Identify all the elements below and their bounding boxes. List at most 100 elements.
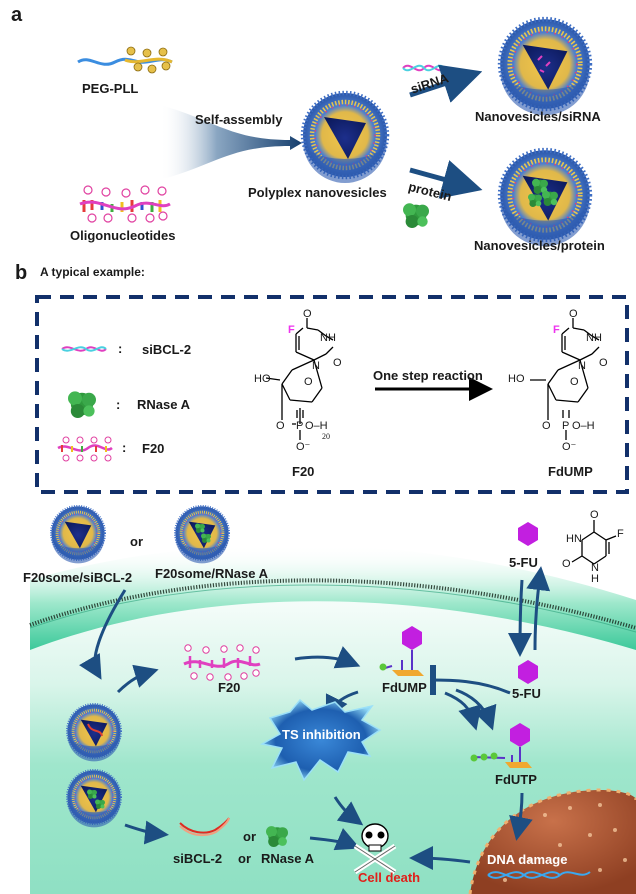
f20-atom-o-right: O <box>333 357 342 369</box>
fu-atom-h: H <box>591 573 599 585</box>
f20-structure-label: F20 <box>292 464 315 479</box>
f20-structure <box>265 318 334 440</box>
protein-blob-icon <box>403 203 429 228</box>
fdutp-icon <box>470 723 532 768</box>
f20-atom-o-left: O <box>276 420 285 432</box>
oligonucleotide-icon <box>79 185 171 223</box>
fu-atom-o-top: O <box>590 509 599 521</box>
panel-b-subtitle: A typical example: <box>40 265 145 279</box>
reaction-arrow-label: One step reaction <box>373 368 483 383</box>
ts-inhibition-label: TS inhibition <box>282 727 361 742</box>
fu-influx-arrow <box>508 579 533 657</box>
fu-structure <box>571 520 617 565</box>
fdump-atom-n: N <box>578 360 586 372</box>
vesicle-rnase-label: F20some/RNase A <box>155 566 268 581</box>
fdump-atom-p: P <box>562 420 570 432</box>
f20-subscript: 20 <box>322 432 330 441</box>
fu-atom-f: F <box>617 528 624 540</box>
fdump-to-fdutp-arrow-1 <box>444 691 482 731</box>
fdump-atom-o-top: O <box>569 308 578 320</box>
ts-to-death-arrow <box>333 796 364 826</box>
fdump-atom-o-left: O <box>542 420 551 432</box>
vesicle-rnase-icon <box>173 504 231 565</box>
legend-sibcl2-icon <box>61 346 107 352</box>
fdump-icon <box>379 626 424 676</box>
fdump-structure-label: FdUMP <box>548 464 593 479</box>
sirna-helix-icon <box>402 64 445 72</box>
legend-label-rnase: RNase A <box>137 397 190 412</box>
f20-atom-nh: NH <box>320 332 336 344</box>
cell-membrane <box>30 544 636 650</box>
fdump-atom-f: F <box>553 324 560 336</box>
f20-atom-ominus: O⁻ <box>296 441 311 453</box>
cell-death-label: Cell death <box>358 870 421 885</box>
sibcl2-cell-label: siBCL-2 <box>173 851 223 866</box>
peg-pll-icon <box>77 46 173 74</box>
pathway-arrows <box>79 566 551 871</box>
skull-crossbones-icon <box>353 823 397 875</box>
or-mid-label: or <box>243 829 256 844</box>
fu-top-hexagon-icon <box>518 522 538 546</box>
fu-efflux-arrow <box>526 566 551 651</box>
fdump-structure <box>530 318 600 440</box>
fdump-to-fdutp-arrow-2 <box>455 688 497 731</box>
f20-atom-p: P <box>296 420 304 432</box>
f20-atom-ho: HO <box>254 373 271 385</box>
membrane-tails <box>29 578 636 630</box>
fdutp-to-dna-arrow <box>509 792 533 841</box>
f20-to-fdump-arrow <box>294 646 361 669</box>
fdump-cell-label: FdUMP <box>382 680 427 695</box>
vesicle-sibcl2-icon <box>49 504 107 565</box>
fu-atom-o-left: O <box>562 558 571 570</box>
internalized-vesicle-1 <box>65 702 123 763</box>
f20-atom-n: N <box>312 360 320 372</box>
rnase-cell-label: RNase A <box>261 851 314 866</box>
nanovesicle-sirna-icon <box>500 19 590 115</box>
fu-atom-n: N <box>591 562 599 574</box>
legend-label-sibcl2: siBCL-2 <box>142 342 192 357</box>
f20-atom-oh: O–H <box>305 420 328 432</box>
vesicle-sibcl2-label: F20some/siBCL-2 <box>23 570 133 585</box>
nanovesicles-sirna-label: Nanovesicles/siRNA <box>475 109 601 124</box>
fu-top-label: 5-FU <box>509 555 538 570</box>
self-assembly-label: Self-assembly <box>195 112 283 127</box>
panel-b-letter: b <box>15 262 28 284</box>
fdump-atom-ho: HO <box>508 373 525 385</box>
polyplex-nanovesicles-label: Polyplex nanovesicles <box>248 185 387 200</box>
panel-a-letter: a <box>11 4 23 26</box>
fdump-atom-nh: NH <box>586 332 602 344</box>
fdump-atom-ring-o: O <box>570 376 579 388</box>
entry-arrow <box>79 589 127 680</box>
legend-rnase-icon <box>68 391 96 418</box>
self-assembly-arrow <box>160 105 302 180</box>
nanovesicles-protein-label: Nanovesicles/protein <box>474 238 605 253</box>
protein-arrow <box>409 160 483 199</box>
sibcl2-released-icon <box>179 817 230 837</box>
fdutp-label: FdUTP <box>495 772 537 787</box>
fu-inhibit-fdump <box>429 665 511 696</box>
sirna-arrow <box>409 64 483 103</box>
nucleus <box>468 788 636 894</box>
nanovesicle-protein-icon <box>500 150 590 246</box>
fdump-atom-oh: O–H <box>572 420 595 432</box>
oligonucleotides-label: Oligonucleotides <box>70 228 176 243</box>
f20-molecule-icon <box>183 644 261 681</box>
legend-f20-icon <box>57 436 113 462</box>
f20-atom-ring-o: O <box>304 376 313 388</box>
or-cargo-label: or <box>238 851 251 866</box>
rnase-released-icon <box>266 826 288 847</box>
example-dashed-box <box>35 295 629 494</box>
fdump-atom-ominus: O⁻ <box>562 441 577 453</box>
f20-cell-label: F20 <box>218 680 241 695</box>
internalized-vesicle-2 <box>65 768 123 829</box>
dna-damage-label: DNA damage <box>487 852 568 867</box>
release-f20-arrow <box>116 664 159 694</box>
cargo-to-death-arrow <box>309 828 361 851</box>
peg-pll-label: PEG-PLL <box>82 81 139 96</box>
fu-atom-hn: HN <box>566 533 582 545</box>
dna-to-death-arrow <box>409 846 471 871</box>
legend-sep-3: : <box>122 440 127 455</box>
ts-inhibition-burst <box>259 698 382 782</box>
fdump-atom-o-right: O <box>599 357 608 369</box>
